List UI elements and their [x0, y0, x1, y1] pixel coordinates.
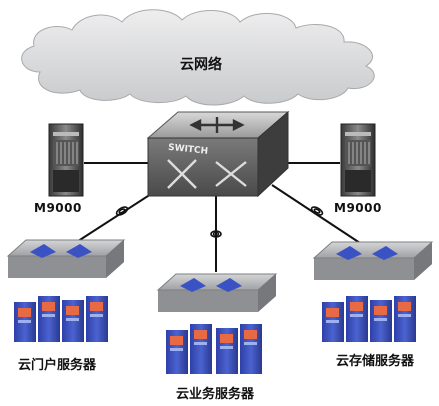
cloud-label: 云网络 — [180, 57, 222, 73]
router-right-label: M9000 — [334, 201, 382, 215]
server-group-portal — [14, 296, 108, 342]
router-left — [48, 123, 84, 197]
router-left-label: M9000 — [34, 201, 82, 215]
router-right — [340, 123, 376, 197]
link-aggregation-markers — [115, 206, 324, 238]
core-switch-label: SWITCH — [168, 143, 209, 157]
access-switch-portal — [6, 239, 126, 278]
server-group-storage — [322, 296, 416, 342]
access-switch-business — [156, 273, 278, 312]
switch-arrows-icon — [189, 117, 245, 133]
server-group-storage-label: 云存储服务器 — [336, 354, 415, 369]
server-group-business-label: 云业务服务器 — [176, 387, 255, 402]
switch-cross-arrows-icon — [167, 159, 247, 189]
core-switch — [146, 110, 290, 198]
cloud-shape — [21, 9, 375, 106]
server-group-business — [166, 324, 262, 374]
access-switch-storage — [312, 241, 434, 280]
server-group-portal-label: 云门户服务器 — [18, 358, 97, 373]
